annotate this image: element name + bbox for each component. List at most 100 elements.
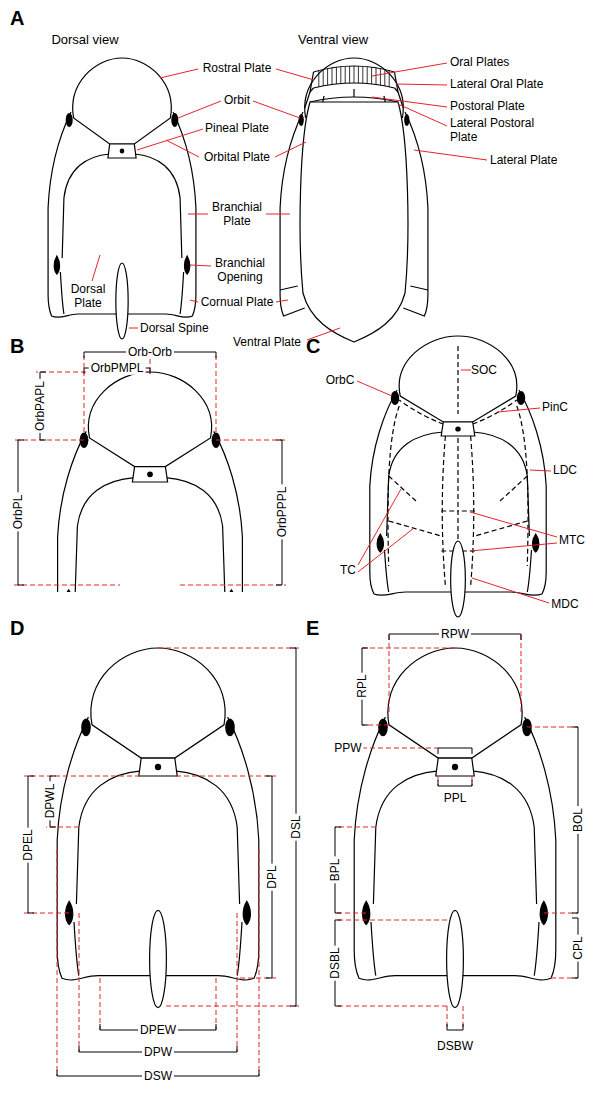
part-label: Lateral Postoral Plate (450, 116, 562, 145)
cornual-plate-edge (237, 922, 242, 976)
orbit (171, 113, 178, 127)
leader-line (470, 512, 557, 537)
leader-line (357, 381, 392, 396)
rostral-plate (88, 372, 211, 467)
branchial-opening (243, 901, 250, 924)
canal-label: MTC (559, 533, 585, 547)
dorsal-plate-edge (472, 771, 537, 904)
oral-plate-stroke (345, 66, 346, 83)
leader-line (358, 489, 401, 565)
leader-line (160, 69, 198, 78)
medial-dorsal-canal (457, 438, 458, 541)
dimension-label: OrbPPPL (275, 485, 289, 540)
pineal-dot (455, 426, 460, 431)
dimension-label: DPEW (138, 1023, 178, 1037)
dimension-label: DPW (142, 1045, 174, 1059)
dimension-label: PPW (332, 741, 363, 755)
dimension-label: CPL (571, 934, 585, 961)
guide-line (24, 776, 140, 777)
canal-label: TC (340, 563, 356, 577)
fish-body (58, 372, 243, 592)
guide-line (335, 1006, 447, 1007)
dorsal-spine (150, 910, 167, 1007)
leader-line (276, 300, 288, 302)
pineal-dot (452, 764, 458, 771)
oral-plate-edge (314, 83, 395, 88)
part-label: Dorsal view (51, 32, 118, 48)
guide-line (100, 978, 101, 1030)
part-label: Branchial Opening (208, 256, 272, 285)
oral-plate-stroke (340, 67, 341, 84)
leader-line (137, 129, 203, 150)
oral-plate-stroke (380, 69, 381, 86)
rostral-plate (73, 58, 172, 144)
oral-plate-stroke (323, 69, 324, 85)
dimension-brackets (18, 352, 578, 1076)
panel-letter: B (10, 334, 24, 358)
leader-line (276, 69, 314, 80)
fish-body (280, 58, 428, 342)
leader-line (498, 408, 540, 412)
guide-line (176, 776, 276, 777)
leader-line (275, 142, 306, 157)
fish-body (48, 58, 196, 339)
dimension-label: DSL (289, 813, 303, 840)
dimension-label: BPL (328, 857, 342, 884)
dimension-label: OrbPL (11, 493, 25, 532)
transverse-canal (475, 521, 528, 536)
oral-plate-stroke (349, 66, 350, 83)
dorsal-plate-edge (373, 771, 438, 904)
dimension-label: OrbPAPL (33, 379, 47, 433)
part-label: Orbital Plate (204, 150, 270, 164)
orbit (299, 114, 304, 126)
leader-line (372, 97, 447, 107)
cornual-plate-edge (527, 550, 531, 592)
guide-line (79, 913, 80, 1052)
dimension-label: DPEL (21, 827, 35, 862)
orbit (66, 113, 73, 127)
guide-line (527, 727, 578, 728)
leader-line (129, 328, 138, 329)
fish-body (57, 648, 259, 1008)
dorsal-plate-edge (62, 154, 110, 258)
panel-e-fish (354, 648, 556, 1008)
guide-line (362, 748, 438, 749)
leader-line (266, 214, 290, 215)
dimension-label: DPL (265, 863, 279, 890)
canal-label: MDC (551, 597, 578, 611)
guide-line (216, 356, 217, 432)
transverse-canal (389, 476, 416, 501)
leader-line (253, 101, 300, 118)
guide-line (335, 827, 376, 828)
branchial-opening (184, 256, 189, 274)
guide-line (216, 440, 286, 441)
orbit (404, 114, 409, 126)
dorsal-spine (116, 263, 128, 339)
pineal-plate (108, 144, 136, 158)
dorsal-plate-edge (134, 154, 182, 258)
dimension-label: DPWL (43, 782, 57, 821)
ventral-view-fish (280, 58, 428, 342)
canal-label: OrbC (326, 373, 355, 387)
transverse-canal (500, 476, 527, 501)
transverse-canal (389, 521, 442, 536)
guide-line (521, 634, 522, 712)
dorsal-plate-edge (175, 771, 240, 904)
dimension-label: PPL (442, 791, 469, 805)
dorsal-spine (447, 910, 464, 1007)
rostral-plate (399, 336, 517, 422)
part-label: Lateral Plate (490, 153, 557, 167)
guide-line (14, 585, 120, 586)
panel-b-fish (58, 372, 243, 592)
part-label: Ventral Plate (233, 335, 301, 349)
fish-body (370, 336, 546, 617)
dorsal-view-fish (48, 58, 196, 339)
cornual-plate-edge (410, 286, 428, 290)
cornual-plate-edge (74, 922, 79, 976)
dimension-label: DSBL (328, 945, 342, 980)
pineal-plate (436, 758, 474, 776)
guide-line (362, 648, 455, 649)
part-label: Oral Plates (450, 55, 509, 69)
cornual-plate-edge (534, 922, 539, 976)
dorsal-plate-edge (387, 432, 444, 536)
